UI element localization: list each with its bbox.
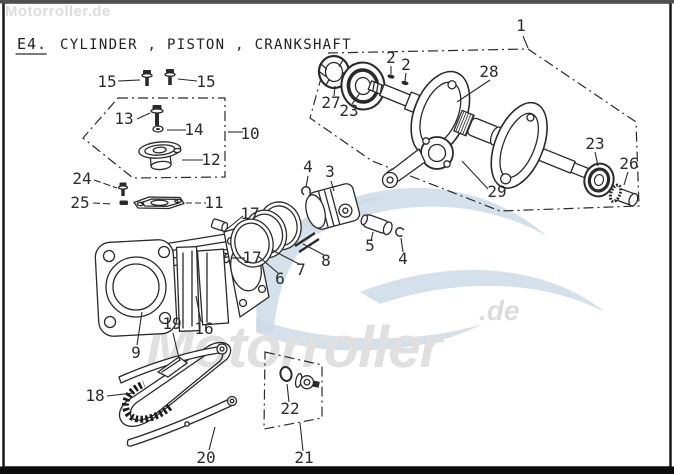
watermark-logo-de: .de: [479, 295, 519, 326]
part-piston: [305, 183, 361, 230]
callout-3: 3: [325, 162, 335, 181]
callout-19: 19: [162, 314, 181, 333]
part-circlip-4-left: [301, 186, 311, 196]
callout-28: 28: [479, 62, 498, 81]
part-gear-26: [608, 183, 639, 207]
part-bolt-22: [294, 372, 320, 390]
part-bolt-15-right: [164, 69, 176, 85]
callout-2a: 2: [386, 48, 396, 67]
callout-23a: 23: [339, 101, 358, 120]
callout-4b: 4: [398, 249, 408, 268]
group-box-head-cover: [82, 97, 226, 179]
callout-17a: 17: [240, 204, 259, 223]
callout-21: 21: [294, 448, 313, 467]
part-o-ring-22: [279, 366, 293, 382]
callout-4a: 4: [303, 157, 313, 176]
callout-29: 29: [487, 182, 506, 201]
bottom-bar: [0, 466, 674, 474]
callout-25: 25: [70, 193, 89, 212]
part-bearing-23-right: [583, 162, 615, 198]
part-bolt-13: [150, 105, 164, 126]
part-bolt-15-left: [141, 70, 153, 86]
callout-5: 5: [365, 236, 375, 255]
callout-23b: 23: [585, 134, 604, 153]
callout-13: 13: [114, 109, 133, 128]
part-nut-14: [152, 125, 164, 133]
callout-20: 20: [196, 448, 215, 467]
top-bar: [0, 0, 674, 4]
callout-17b: 17: [242, 248, 261, 267]
callout-24: 24: [72, 169, 91, 188]
part-connecting-rod: [381, 136, 454, 189]
callout-15b: 15: [196, 72, 215, 91]
callout-9: 9: [131, 343, 141, 362]
callout-labels: 1 2 2 3 4 4 5 6 7 8 9 10 11 12 13 14 15 …: [70, 16, 638, 467]
callout-18: 18: [85, 386, 104, 405]
part-chain-guide-bottom: [126, 395, 238, 447]
part-oil-ring-rails: [294, 231, 320, 254]
part-piston-pin: [360, 214, 393, 236]
callout-16: 16: [194, 319, 213, 338]
callout-10: 10: [240, 124, 259, 143]
callout-26: 26: [619, 154, 638, 173]
callout-27: 27: [321, 93, 340, 112]
part-nut-25: [119, 200, 128, 205]
callout-2b: 2: [401, 55, 411, 74]
page-title-code: E4.: [17, 35, 47, 53]
part-key-2-right: [401, 80, 409, 86]
page-title: CYLINDER , PISTON , CRANKSHAFT: [60, 37, 352, 53]
callout-12: 12: [201, 150, 220, 169]
group-outlines: [82, 48, 640, 430]
part-gasket-11: [133, 196, 185, 210]
callout-7: 7: [296, 260, 306, 279]
callout-1: 1: [516, 16, 526, 35]
part-bolt-24: [117, 182, 129, 196]
callout-14: 14: [184, 120, 203, 139]
callout-22: 22: [280, 399, 299, 418]
group-box-crankshaft: [309, 48, 640, 212]
callout-6: 6: [275, 269, 285, 288]
callout-11: 11: [204, 193, 223, 212]
part-dowel-17-top: [210, 218, 229, 232]
callout-8: 8: [321, 251, 331, 270]
part-key-2-left: [387, 74, 395, 79]
callout-15a: 15: [97, 72, 116, 91]
leader-lines: [92, 35, 629, 452]
part-piston-rings: [230, 201, 302, 268]
part-cover-12: [138, 141, 182, 171]
watermark-small-text: Motorroller.de: [5, 3, 111, 20]
part-chain-guide-top: [118, 343, 228, 384]
